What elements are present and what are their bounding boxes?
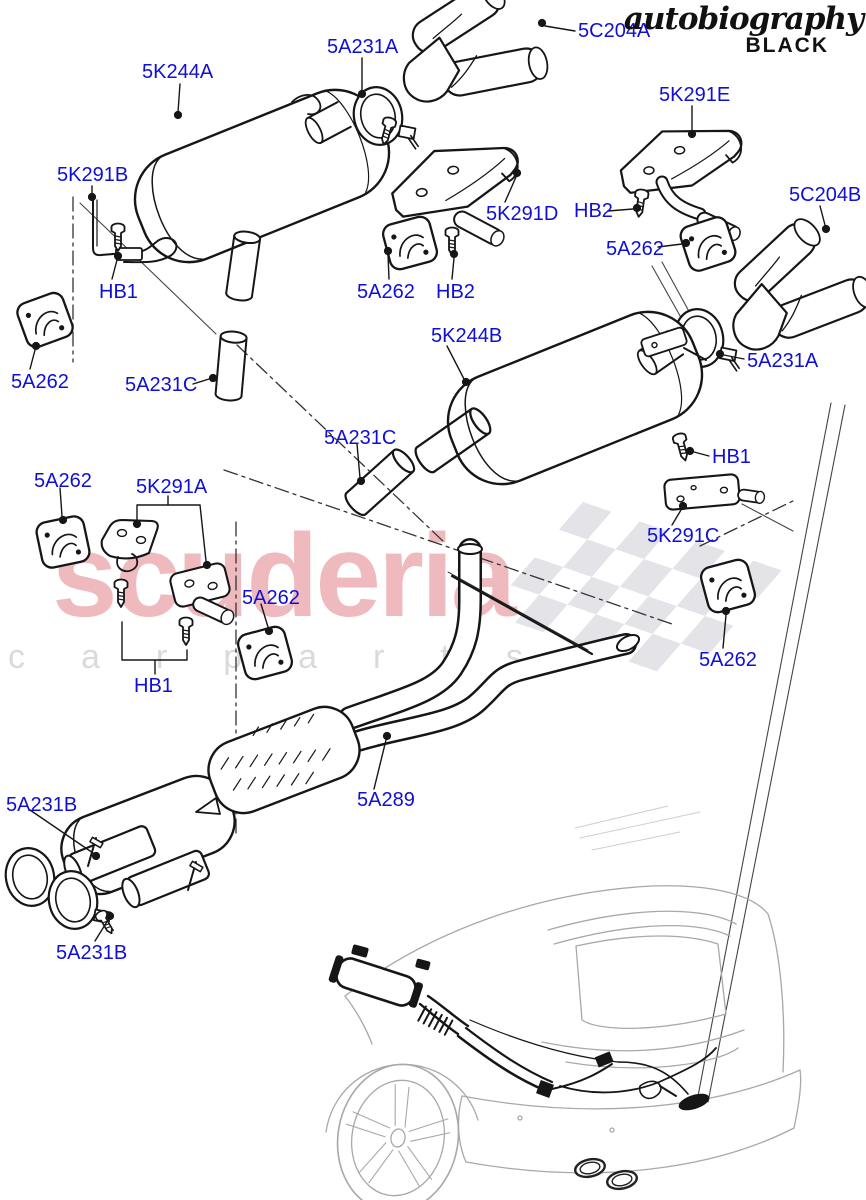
leader-dots — [31, 18, 831, 921]
mount-5a262-center-bottom — [234, 623, 296, 683]
rear-silencer-5k244b — [410, 296, 718, 500]
vehicle-exhaust-overlay — [328, 944, 717, 1191]
part-label-5a231c-mid[interactable]: 5A231C — [324, 427, 397, 449]
part-label-5a231b-lower[interactable]: 5A231B — [56, 942, 128, 964]
part-label-5a231a-mid[interactable]: 5A231A — [747, 350, 819, 372]
part-label-5a231b-upper[interactable]: 5A231B — [6, 794, 78, 816]
leader-lines — [29, 25, 826, 942]
part-label-5a262-right[interactable]: 5A262 — [606, 238, 664, 260]
part-label-5a262-br[interactable]: 5A262 — [699, 649, 757, 671]
bracket-5k291a-cluster — [100, 518, 235, 646]
rear-silencer-5k244a — [119, 74, 405, 303]
tailpipe-5c204a — [376, 0, 559, 137]
part-label-5a289[interactable]: 5A289 — [357, 789, 415, 811]
part-label-5k244a[interactable]: 5K244A — [142, 61, 214, 83]
phantom-lines — [72, 196, 796, 839]
part-label-hb1-right[interactable]: HB1 — [712, 446, 751, 468]
part-label-5a231c-left[interactable]: 5A231C — [125, 374, 198, 396]
part-label-5k291a[interactable]: 5K291A — [136, 476, 208, 498]
part-label-5a262-farleft[interactable]: 5A262 — [11, 371, 69, 393]
part-label-5k291e[interactable]: 5K291E — [659, 84, 731, 106]
part-label-5k291b[interactable]: 5K291B — [57, 164, 129, 186]
part-label-5c204a[interactable]: 5C204A — [578, 20, 651, 42]
bracket-5k291c — [663, 431, 766, 511]
pipe-5a231c-mid — [340, 445, 419, 520]
part-label-5k244b[interactable]: 5K244B — [431, 325, 503, 347]
part-label-hb2-right[interactable]: HB2 — [574, 200, 613, 222]
part-label-5a262-cb[interactable]: 5A262 — [242, 587, 300, 609]
pipe-5a231c-left — [214, 329, 249, 403]
part-label-5a262-lb[interactable]: 5A262 — [34, 470, 92, 492]
part-label-5c204b[interactable]: 5C204B — [789, 184, 862, 206]
part-label-5k291c[interactable]: 5K291C — [647, 525, 720, 547]
front-silencer-5a289 — [60, 538, 641, 909]
part-label-hb2-center[interactable]: HB2 — [436, 281, 475, 303]
black-edition-text: BLACK — [745, 34, 829, 57]
vehicle-rear-view — [325, 885, 802, 1200]
autobiography-script-text: autobiography — [623, 1, 864, 37]
part-label-5a231a-top[interactable]: 5A231A — [327, 36, 399, 58]
mount-5a262-far-left — [13, 289, 77, 351]
edition-logo: autobiography BLACK — [623, 1, 864, 57]
part-label-hb1-left[interactable]: HB1 — [99, 281, 138, 303]
mount-5a262-center — [379, 213, 441, 273]
part-label-5a262-center[interactable]: 5A262 — [357, 281, 415, 303]
bracket-5k291b — [92, 199, 178, 264]
part-label-hb1-cluster[interactable]: HB1 — [134, 675, 173, 697]
bracket-5k291d — [376, 115, 524, 256]
part-label-5k291d[interactable]: 5K291D — [486, 203, 559, 225]
flag-streak-lines — [574, 805, 701, 851]
